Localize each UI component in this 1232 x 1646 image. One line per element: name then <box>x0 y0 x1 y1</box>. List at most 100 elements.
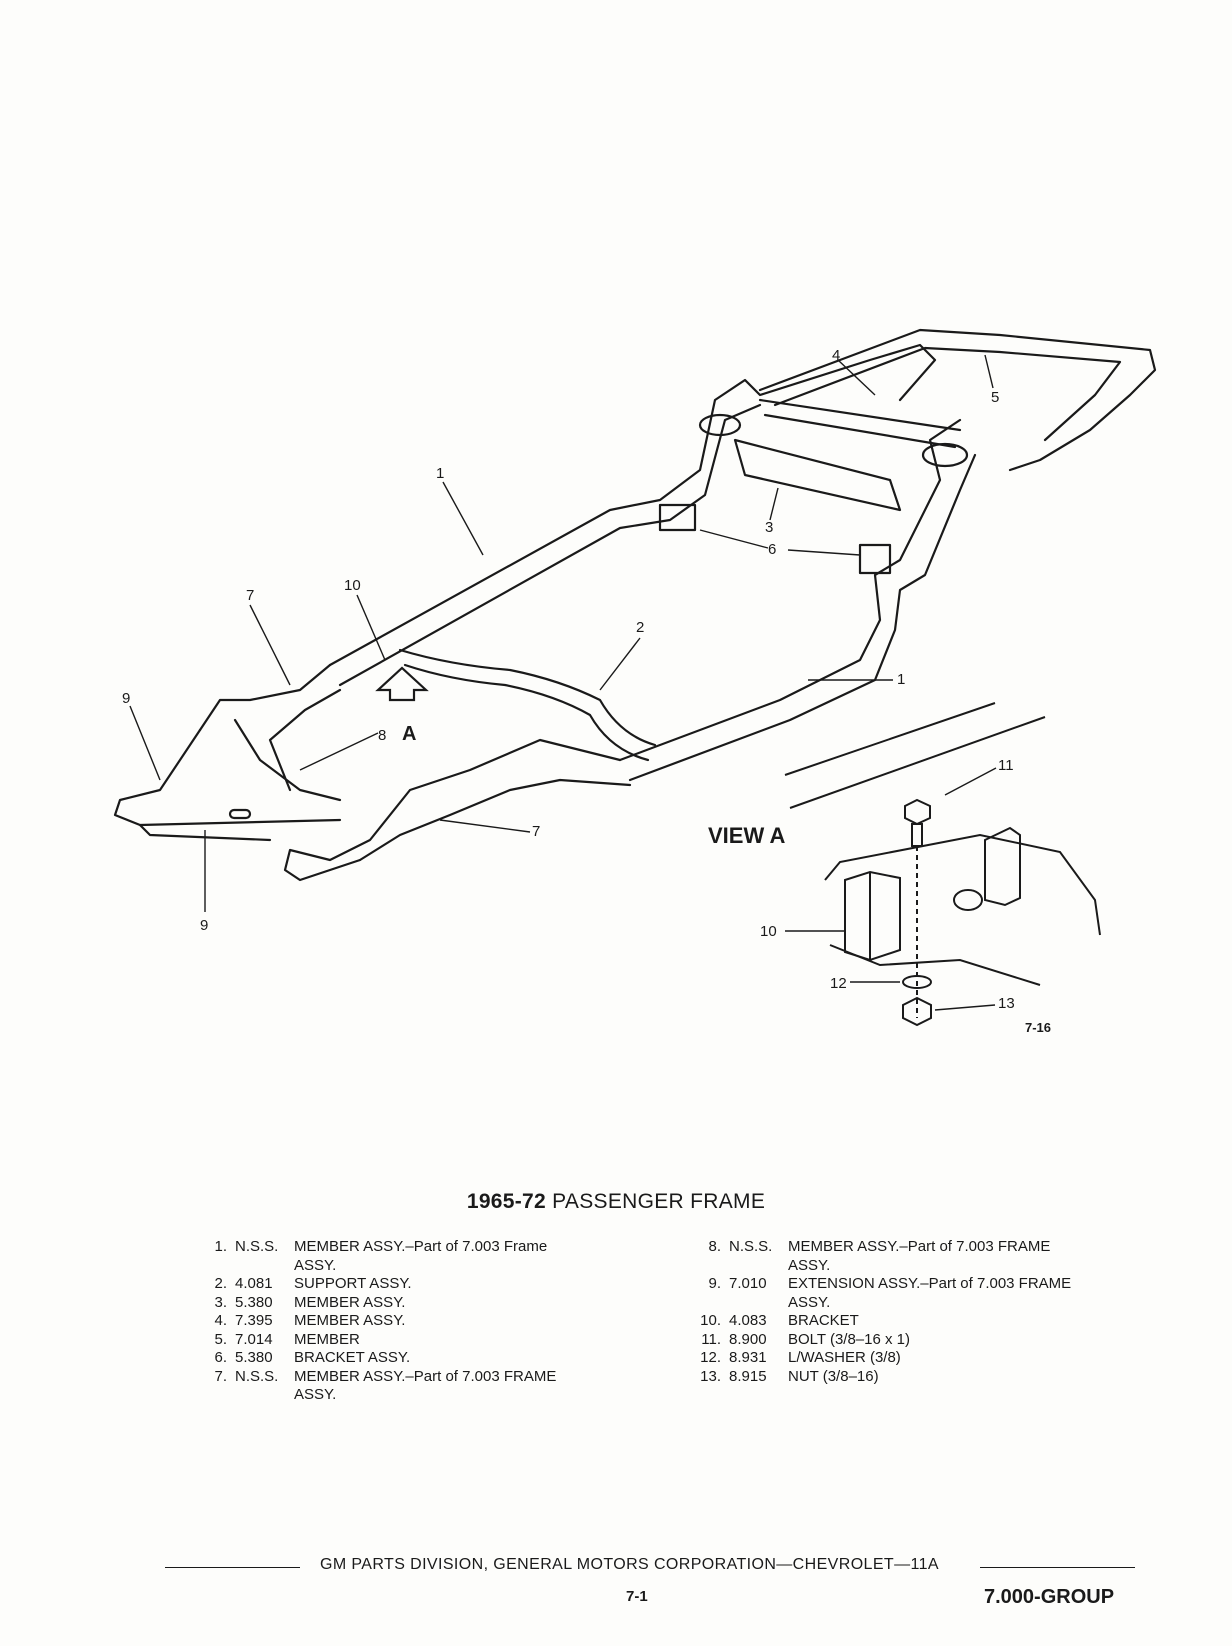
part-number: 5. <box>214 1330 227 1348</box>
parts-list-item: 5. 7.014 MEMBER <box>200 1331 620 1350</box>
page-number: 7-1 <box>626 1588 648 1605</box>
callout-6: 6 <box>768 541 776 558</box>
rear-kickup-left-lower <box>268 688 342 792</box>
rear-extension-9-b <box>138 823 272 842</box>
view-a-detail <box>784 702 1101 1027</box>
part-description: BRACKET <box>788 1312 859 1329</box>
frame-illustration: 1 1 2 3 4 5 6 7 7 8 9 9 10 A VIEW A <box>113 328 1157 1035</box>
footer-rule-right <box>980 1567 1135 1568</box>
part-description-continued: ASSY. <box>294 1386 337 1403</box>
rear-extension-9 <box>113 728 342 827</box>
callout-10: 10 <box>344 577 361 594</box>
spring-pocket-right <box>921 442 969 468</box>
part-number: 11. <box>701 1330 721 1348</box>
leader-2 <box>599 637 641 691</box>
part-description: MEMBER ASSY.–Part of 7.003 FRAME <box>294 1367 557 1385</box>
title-text: PASSENGER FRAME <box>552 1190 766 1213</box>
part-description: BRACKET ASSY. <box>294 1349 411 1366</box>
part-code: 7.014 <box>235 1330 273 1348</box>
view-a-arrow <box>375 666 429 702</box>
front-member-bar <box>758 398 962 432</box>
rear-kickup-left <box>198 663 332 732</box>
callout-5: 5 <box>991 389 999 406</box>
extension-slot <box>228 808 252 820</box>
callout-1-top: 1 <box>436 465 444 482</box>
part-code: 4.081 <box>235 1275 273 1292</box>
part-description-continued: ASSY. <box>788 1293 831 1311</box>
bracket-6-right <box>858 543 892 575</box>
footer-rule-left <box>165 1567 300 1568</box>
crossmember-3 <box>733 438 902 512</box>
part-code: N.S.S. <box>235 1367 279 1385</box>
leader-7-left <box>249 604 291 686</box>
parts-list-item: 6. 5.380 BRACKET ASSY. <box>200 1349 620 1368</box>
group-number: 7.000-GROUP <box>984 1586 1115 1608</box>
part-description: L/WASHER (3/8) <box>788 1349 901 1366</box>
part-description-continued: ASSY. <box>788 1256 831 1274</box>
part-code: 8.915 <box>729 1367 767 1385</box>
support-assy-2-lower <box>403 663 650 762</box>
leader-8 <box>299 732 379 771</box>
part-code: N.S.S. <box>729 1238 773 1255</box>
frame-rail-left <box>328 343 937 667</box>
parts-list-left: 1.N.S.S.MEMBER ASSY.–Part of 7.003 Frame… <box>200 1238 620 1405</box>
parts-list-right: 8.N.S.S.MEMBER ASSY.–Part of 7.003 FRAME… <box>688 1238 1138 1386</box>
view-a-label: A <box>402 723 416 745</box>
spring-pocket-left <box>698 413 742 437</box>
parts-list-item: 1.N.S.S.MEMBER ASSY.–Part of 7.003 Frame <box>200 1238 620 1257</box>
part-number: 13. <box>700 1367 721 1385</box>
parts-list-item: 8.N.S.S.MEMBER ASSY.–Part of 7.003 FRAME <box>688 1238 1138 1257</box>
footer-text: GM PARTS DIVISION, GENERAL MOTORS CORPOR… <box>320 1556 939 1573</box>
frame-title: 1965-72 PASSENGER FRAME <box>0 1190 1232 1214</box>
leader-7-right <box>439 819 531 833</box>
part-description: BOLT (3/8–16 x 1) <box>788 1330 911 1348</box>
callout-3: 3 <box>765 519 773 536</box>
callout-7-left: 7 <box>246 587 254 604</box>
callout-9-top: 9 <box>122 690 130 707</box>
view-a-callout-12: 12 <box>830 975 847 992</box>
front-member-bar2 <box>763 413 957 449</box>
part-number: 9. <box>708 1275 721 1292</box>
support-assy-2 <box>398 648 657 747</box>
part-number: 7. <box>214 1367 227 1385</box>
part-number: 10. <box>700 1312 721 1329</box>
frame-rail-left-inner <box>338 403 762 687</box>
callout-4: 4 <box>832 347 840 364</box>
part-code: 5.380 <box>235 1293 273 1311</box>
part-description: MEMBER ASSY. <box>294 1312 406 1329</box>
part-code: 7.395 <box>235 1312 273 1329</box>
part-description: SUPPORT ASSY. <box>294 1275 412 1292</box>
frame-rail-right <box>618 418 962 762</box>
leader-9-top <box>129 705 161 781</box>
part-description-continued: ASSY. <box>294 1256 337 1274</box>
frame-rail-right-inner <box>628 453 977 782</box>
part-description: MEMBER <box>294 1330 360 1348</box>
part-description: MEMBER ASSY. <box>294 1293 406 1311</box>
callout-7-right: 7 <box>532 823 540 840</box>
view-a-title: VIEW A <box>708 823 786 848</box>
part-number: 12. <box>700 1349 721 1366</box>
leader-10 <box>356 594 386 661</box>
title-year: 1965-72 <box>466 1190 547 1213</box>
part-number: 2. <box>214 1275 227 1292</box>
view-a-callout-11: 11 <box>998 757 1014 774</box>
part-number: 8. <box>708 1238 721 1255</box>
bracket-6-left <box>658 503 697 532</box>
part-number: 1. <box>214 1238 227 1255</box>
callout-2: 2 <box>636 619 644 636</box>
callout-9-bottom: 9 <box>200 917 208 934</box>
parts-list-item: 2. 4.081 SUPPORT ASSY. <box>200 1275 620 1294</box>
parts-list-item: 3. 5.380 MEMBER ASSY. <box>200 1294 620 1313</box>
part-number: 6. <box>214 1349 227 1366</box>
leader-3 <box>769 487 779 521</box>
part-number: 3. <box>214 1293 227 1311</box>
part-code: 5.380 <box>235 1349 273 1366</box>
part-code: 8.931 <box>729 1349 767 1366</box>
callout-8: 8 <box>378 727 386 744</box>
leader-4 <box>837 359 876 396</box>
view-a-callout-10: 10 <box>760 923 777 940</box>
